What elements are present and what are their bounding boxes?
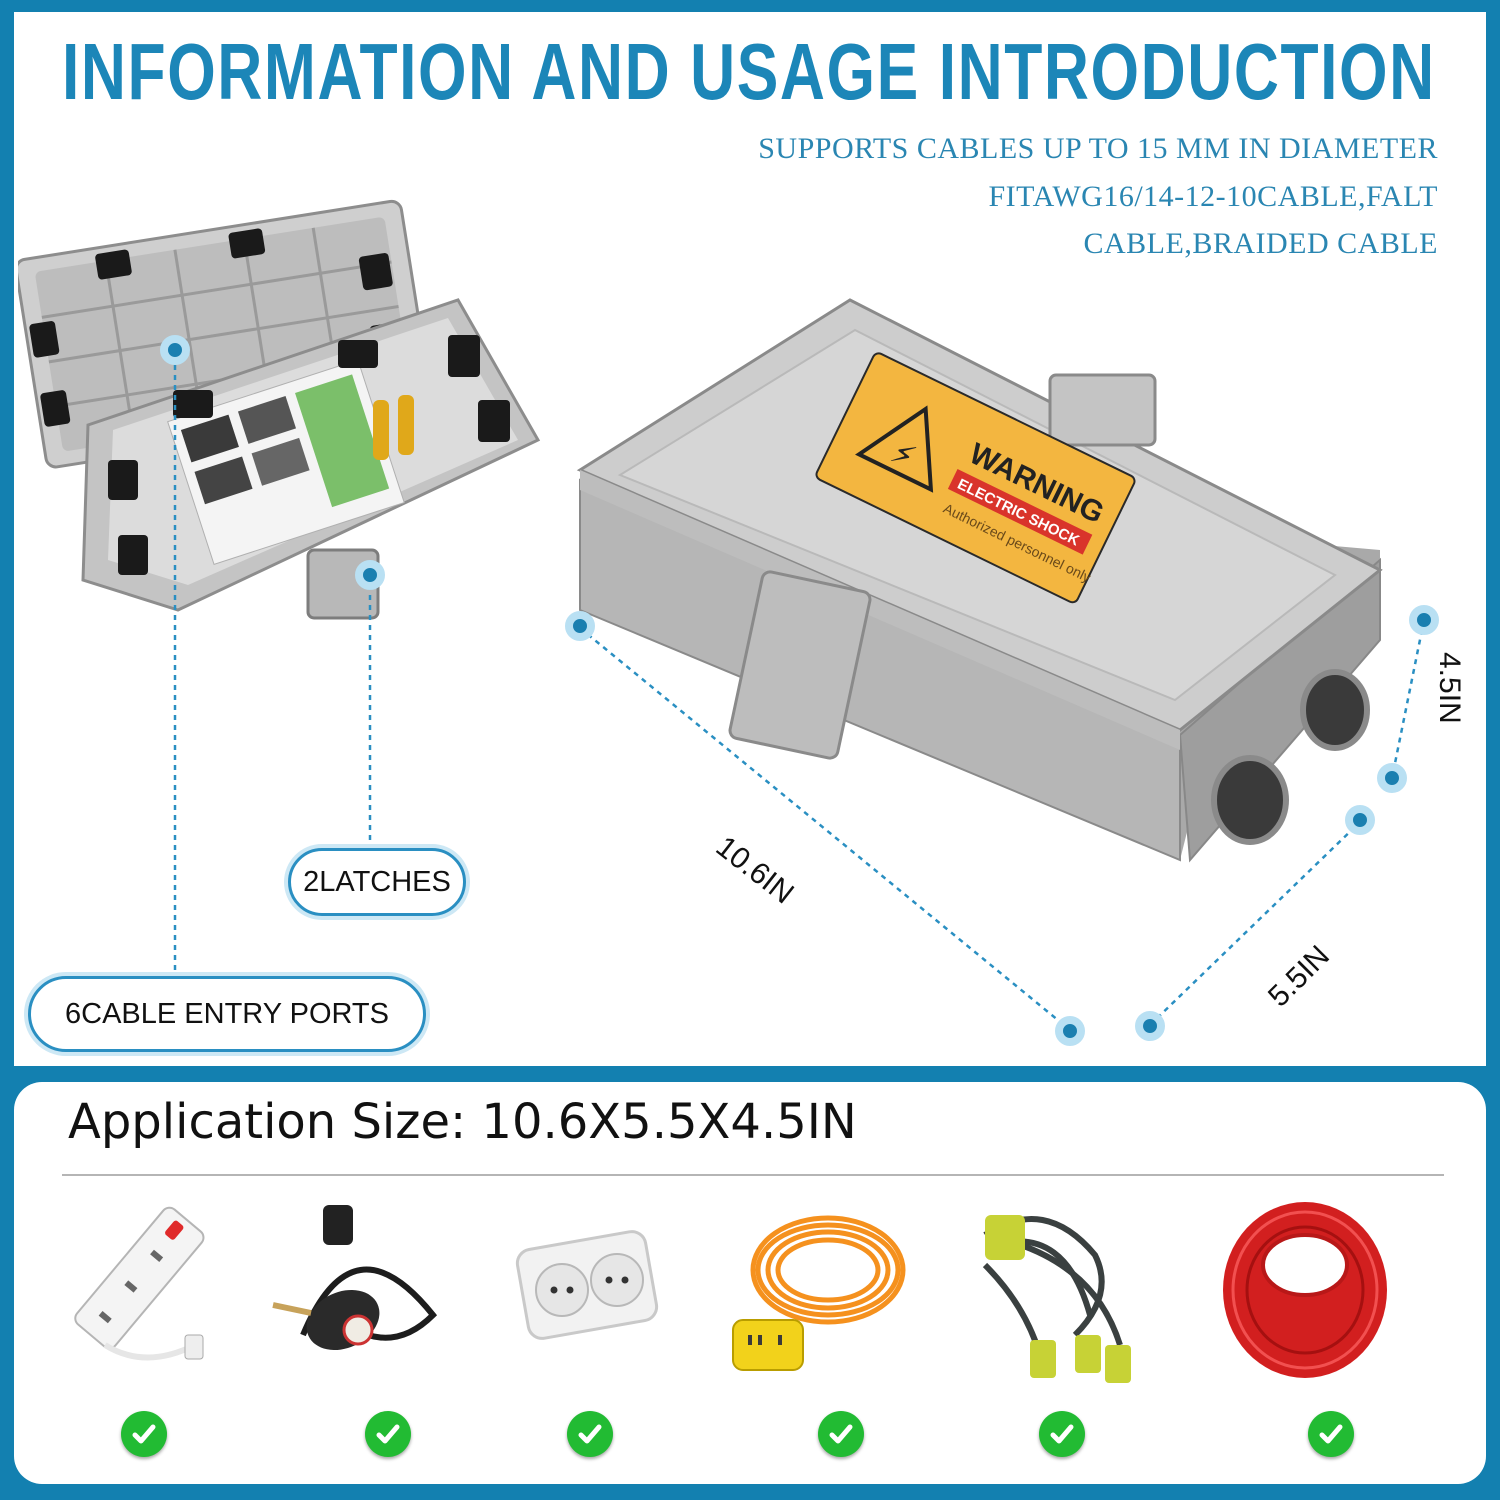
spec-line-3: CABLE,BRAIDED CABLE xyxy=(1083,227,1438,260)
check-icon xyxy=(818,1411,864,1457)
dimension-lines xyxy=(160,335,1439,1046)
red-cable-coil-icon xyxy=(1223,1202,1387,1378)
latches-callout: 2LATCHES xyxy=(288,848,466,916)
application-size: Application Size: 10.6X5.5X4.5IN xyxy=(68,1094,857,1150)
orange-extension-cord-icon xyxy=(732,1215,906,1371)
check-icon xyxy=(121,1411,167,1457)
wall-socket-icon xyxy=(515,1230,659,1340)
check-icon xyxy=(1308,1411,1354,1457)
check-icon xyxy=(1039,1411,1085,1457)
open-box-image xyxy=(18,199,541,620)
height-dimension: 4.5IN xyxy=(1433,652,1466,724)
closed-box-image: ⚡ WARNING ELECTRIC SHOCK Authorized pers… xyxy=(576,298,1383,863)
splitter-cord-icon xyxy=(982,1215,1131,1383)
spec-line-1: SUPPORTS CABLES UP TO 15 MM IN DIAMETER xyxy=(758,132,1438,165)
spec-line-2: FITAWG16/14-12-10CABLE,FALT xyxy=(988,180,1438,213)
application-size-label: Application Size: xyxy=(68,1094,467,1150)
divider xyxy=(62,1174,1444,1176)
check-icon xyxy=(567,1411,613,1457)
ports-callout: 6CABLE ENTRY PORTS xyxy=(28,976,426,1052)
application-size-value: 10.6X5.5X4.5IN xyxy=(481,1094,857,1150)
plug-timer-icon xyxy=(272,1205,438,1351)
power-strip-icon xyxy=(74,1206,205,1361)
check-icon xyxy=(365,1411,411,1457)
